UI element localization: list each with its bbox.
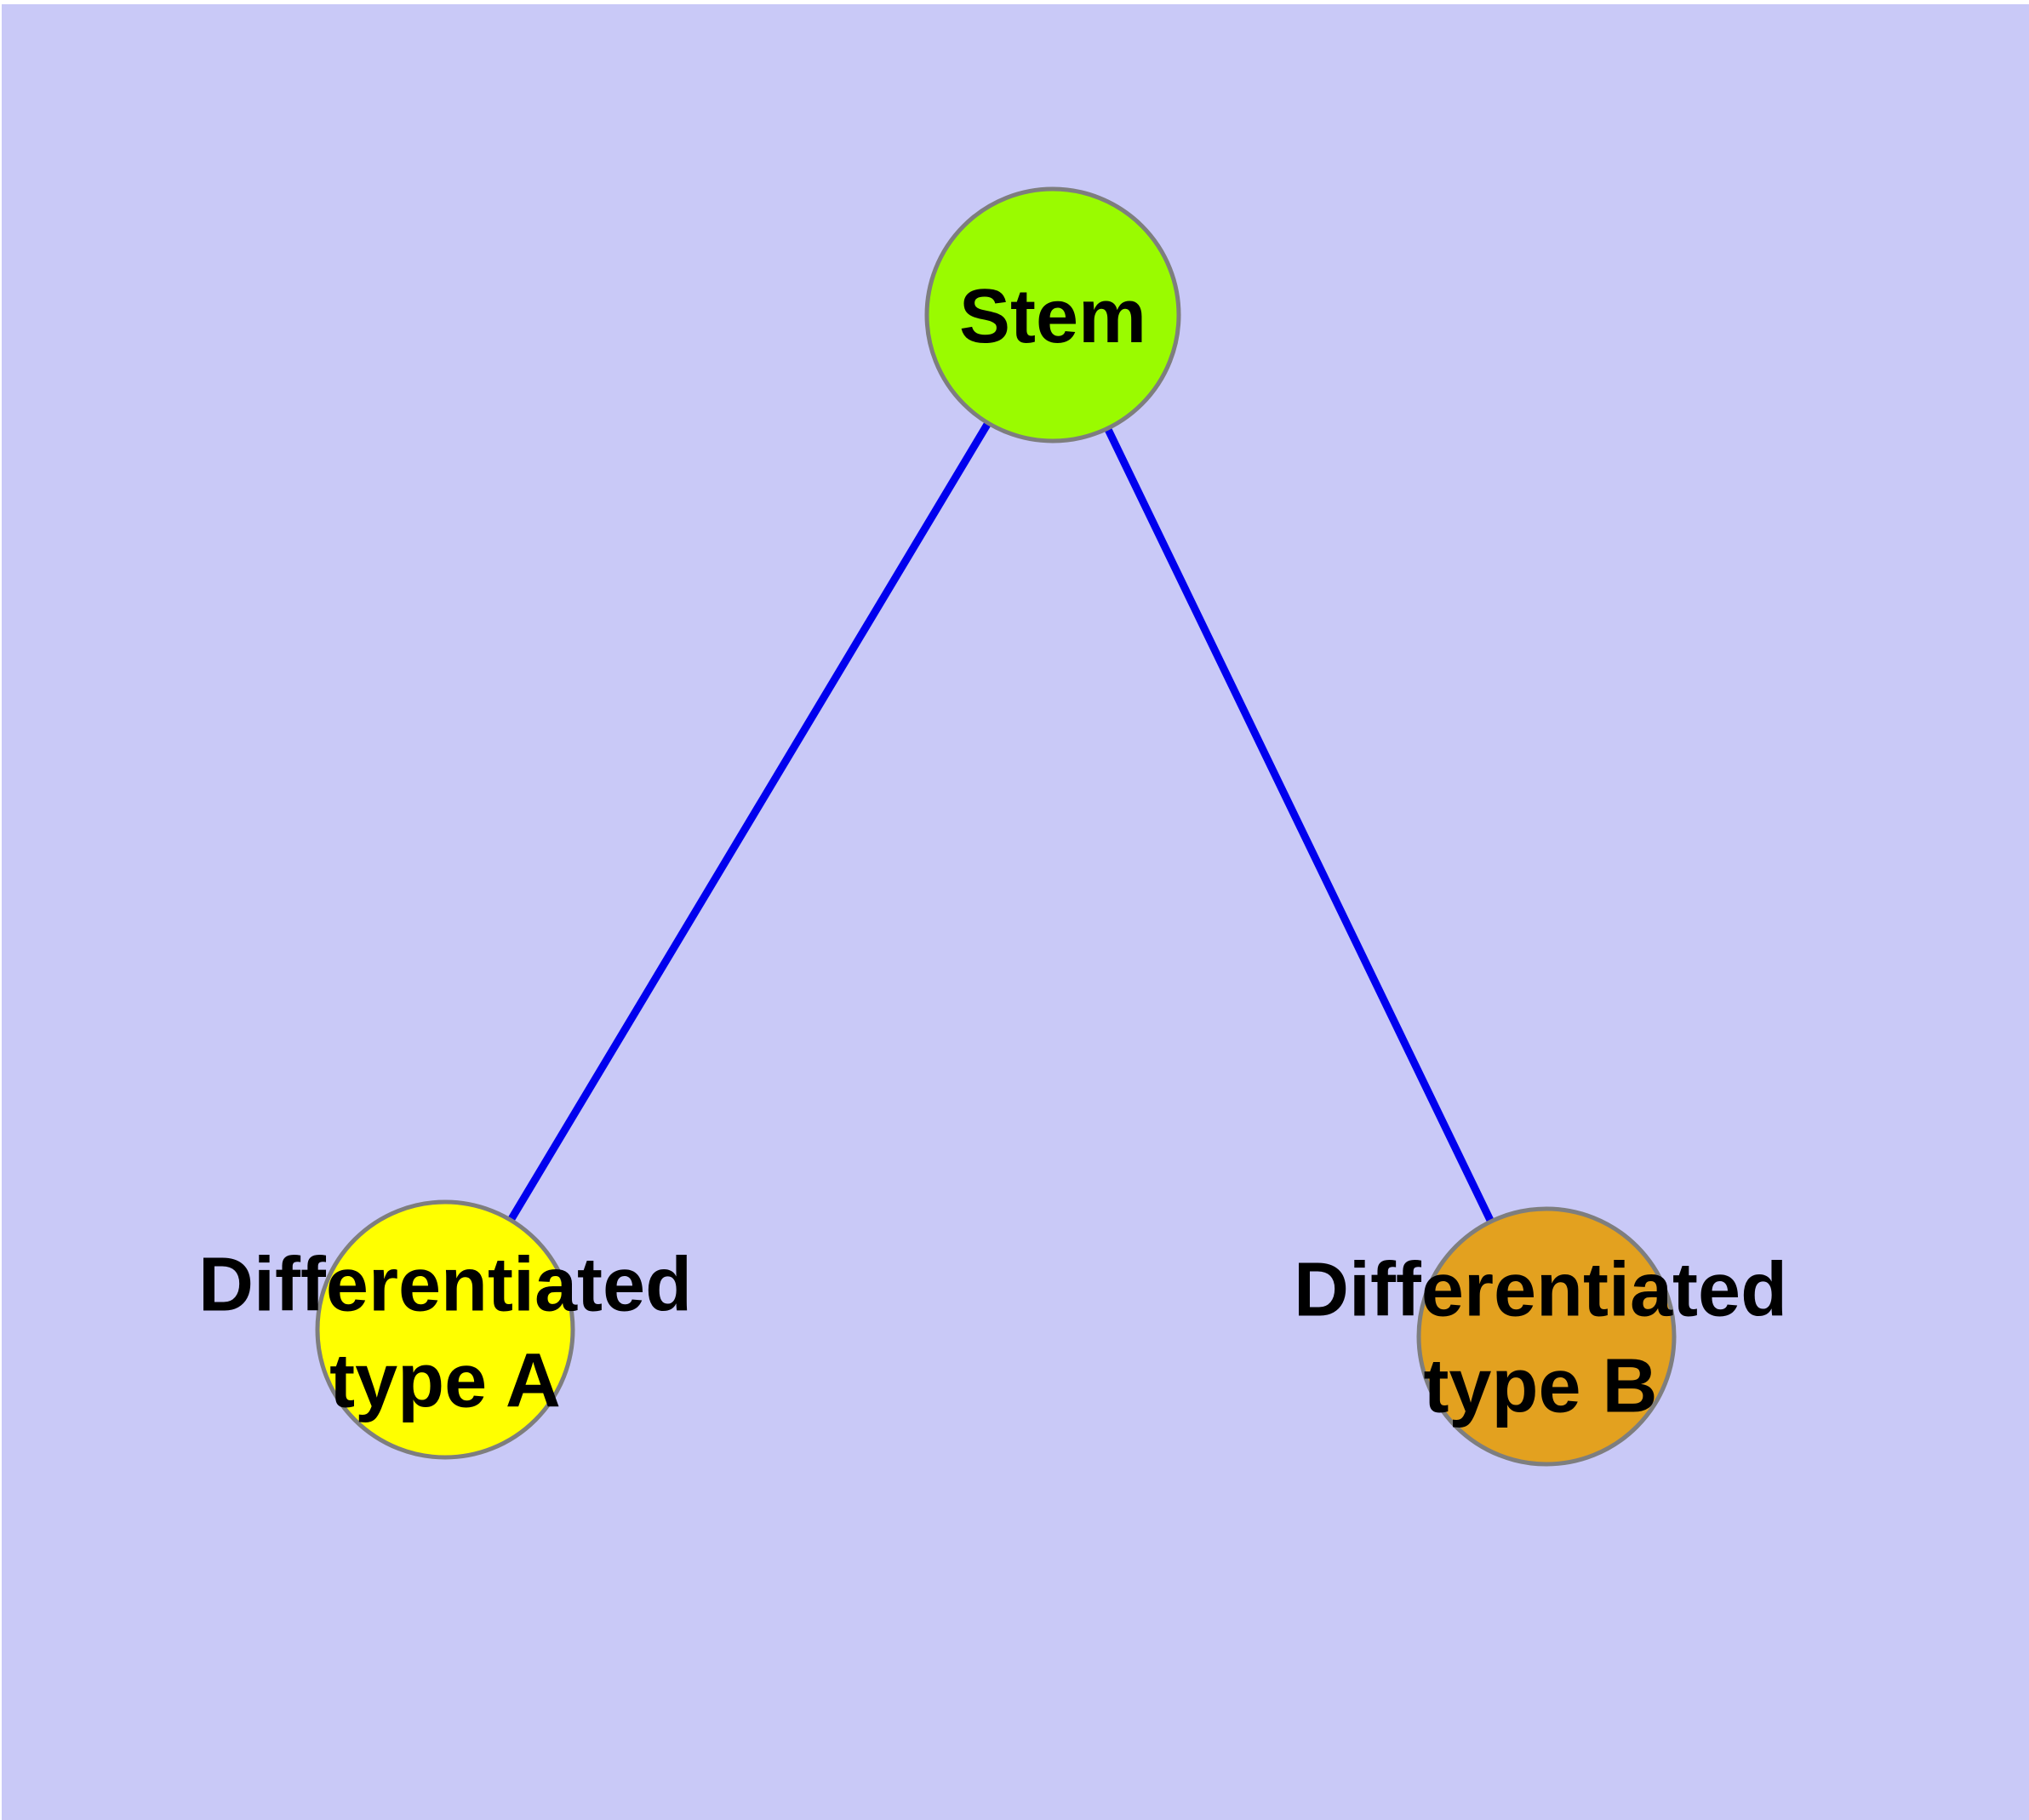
top-margin-strip xyxy=(0,0,2029,4)
node-type-b-label-line1: Differentiated xyxy=(1293,1247,1788,1333)
node-stem-circle xyxy=(924,186,1181,444)
node-type-b-circle xyxy=(1416,1206,1677,1467)
node-type-a-label-line1: Differentiated xyxy=(197,1242,693,1328)
node-type-a-circle xyxy=(315,1199,575,1460)
node-type-b-label: Differentiated type B xyxy=(1294,1243,1787,1434)
left-margin-strip xyxy=(0,0,2,1820)
node-stem-label: Stem xyxy=(959,269,1146,365)
edge-stem-to-type-b xyxy=(1049,313,1551,1338)
node-type-a-label-line2: type A xyxy=(329,1338,561,1423)
node-type-a-label: Differentiated type A xyxy=(198,1238,692,1429)
edge-stem-to-type-a xyxy=(442,312,1056,1332)
node-type-b-label-line2: type B xyxy=(1423,1343,1658,1428)
node-stem-label-line1: Stem xyxy=(958,273,1147,359)
